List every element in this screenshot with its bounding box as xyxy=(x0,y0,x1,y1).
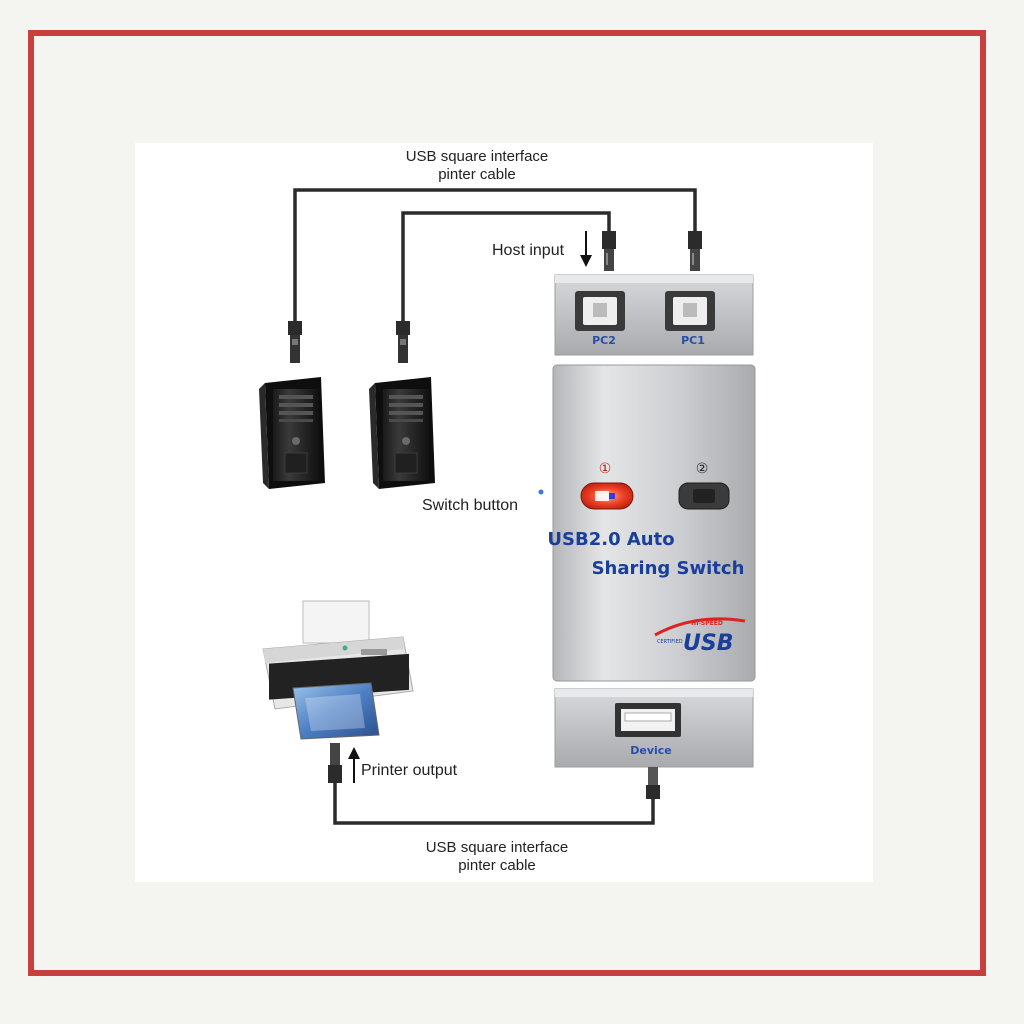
printer-output-label: Printer output xyxy=(361,762,458,779)
bottom-cable-label-line1: USB square interface xyxy=(426,839,569,856)
usb-a-plug-icon xyxy=(396,321,410,363)
usb-b-plug-icon xyxy=(688,231,702,271)
pc2-cable xyxy=(401,211,611,335)
port-pc1-label: PC1 xyxy=(681,334,705,347)
printer-cable xyxy=(333,783,655,825)
device-port-label: Device xyxy=(630,744,672,757)
desktop-pc-icon xyxy=(369,377,435,489)
usb-b-port-pc2[interactable] xyxy=(575,291,625,331)
diagram-panel: USB square interface pinter cable Host i… xyxy=(135,143,873,882)
switch-button-label: Switch button xyxy=(422,497,518,514)
led-1-label: ① xyxy=(599,461,612,477)
desktop-pc-icon xyxy=(259,377,325,489)
usb-hispeed-logo: HI-SPEED CERTIFIED USB xyxy=(654,617,746,656)
top-cable-label-line2: pinter cable xyxy=(438,166,516,183)
usb-b-plug-icon xyxy=(328,743,342,783)
usb-sharing-diagram: USB square interface pinter cable Host i… xyxy=(259,148,756,874)
usb-logo-text: USB xyxy=(683,631,733,656)
switch-button-1[interactable] xyxy=(580,482,634,510)
arrow-down-icon xyxy=(580,231,592,267)
port-pc2-label: PC2 xyxy=(592,334,616,347)
top-cable-label-line1: USB square interface xyxy=(406,148,549,165)
output-port-block: Device xyxy=(554,688,754,768)
usb-a-port-device[interactable] xyxy=(615,703,681,737)
bottom-cable-label-line2: pinter cable xyxy=(458,857,536,874)
host-input-label: Host input xyxy=(492,242,565,259)
pc1-cable xyxy=(293,188,697,335)
usb-logo-top: HI-SPEED xyxy=(691,620,723,627)
usb-a-plug-icon xyxy=(646,767,660,799)
printer-icon xyxy=(262,600,414,740)
switch-title-line2: Sharing Switch xyxy=(592,558,745,579)
usb-logo-left: CERTIFIED xyxy=(657,639,683,645)
usb-b-plug-icon xyxy=(602,231,616,271)
led-2-label: ② xyxy=(696,461,709,477)
input-port-block: PC2 PC1 xyxy=(554,274,754,356)
usb-a-plug-icon xyxy=(288,321,302,363)
arrow-up-icon xyxy=(348,747,360,783)
switch-title-line1: USB2.0 Auto xyxy=(547,529,674,550)
switch-body: ① ② USB2.0 Auto Sharing Switch HI-SPEED … xyxy=(547,364,756,682)
switch-button-2[interactable] xyxy=(678,482,730,510)
switch-button-pointer xyxy=(538,489,544,495)
usb-b-port-pc1[interactable] xyxy=(665,291,715,331)
